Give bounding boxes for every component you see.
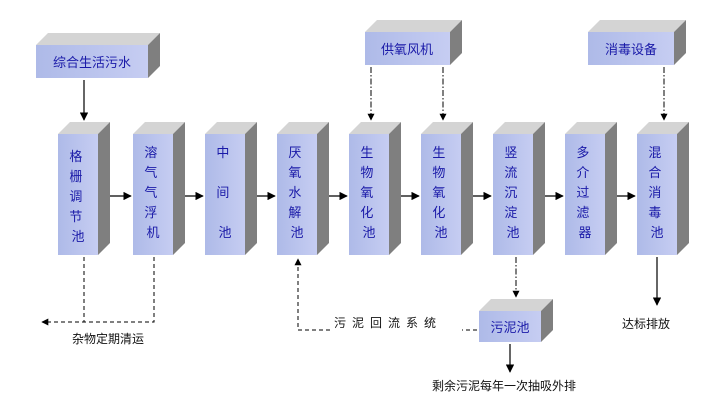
sludge-tank-label: 污泥池 <box>490 321 529 336</box>
anaerobic-tank-box: 厌 氧 水 解 池 <box>277 122 329 255</box>
bio-oxidation-tank-2-box: 生 物 氧 化 池 <box>421 122 473 255</box>
disinfect-equipment-label: 消毒设备 <box>605 42 657 58</box>
bio-oxidation-tank-1-label: 生 物 氧 化 池 <box>360 146 377 241</box>
discharge-label: 达标排放 <box>622 316 670 331</box>
multi-media-filter-label: 多 介 过 滤 器 <box>576 145 593 241</box>
sedimentation-tank-box: 竖 流 沉 淀 池 <box>493 122 545 255</box>
sludge-return-label-bg <box>330 314 462 331</box>
flotation-label: 溶 气 气 浮 机 <box>144 146 161 241</box>
flotation-box: 溶 气 气 浮 机 <box>133 122 185 255</box>
grid-tank-box: 格 栅 调 节 池 <box>58 122 110 255</box>
grid-tank-label: 格 栅 调 节 池 <box>69 149 86 245</box>
bio-oxidation-tank-2-label: 生 物 氧 化 池 <box>432 146 449 241</box>
wastewater-box: 综合生活污水 <box>36 33 160 78</box>
blower-box: 供氧风机 <box>365 20 462 65</box>
anaerobic-tank-label: 厌 氧 水 解 池 <box>288 146 305 241</box>
intermediate-tank-box: 中 间 池 <box>205 122 257 255</box>
sludge-out-label: 剩余污泥每年一次抽吸外排 <box>432 378 576 393</box>
mix-disinfection-tank-label: 混 合 消 毒 池 <box>648 146 665 241</box>
sludge-return-label: 污泥回流系统 <box>334 316 442 330</box>
intermediate-tank-label: 中 间 池 <box>216 146 233 241</box>
bio-oxidation-tank-1-box: 生 物 氧 化 池 <box>349 122 401 255</box>
debris-line-from-flotation <box>41 257 155 326</box>
wastewater-label: 综合生活污水 <box>53 56 131 71</box>
sludge-tank-box: 污泥池 <box>479 299 553 342</box>
sedimentation-tank-label: 竖 流 沉 淀 池 <box>504 146 521 241</box>
multi-media-filter-box: 多 介 过 滤 器 <box>565 122 617 255</box>
blower-label: 供氧风机 <box>381 43 433 58</box>
mix-disinfection-tank-box: 混 合 消 毒 池 <box>637 122 689 255</box>
disinfect-equipment-box: 消毒设备 <box>588 20 686 65</box>
debris-removal-label: 杂物定期清运 <box>72 331 144 346</box>
